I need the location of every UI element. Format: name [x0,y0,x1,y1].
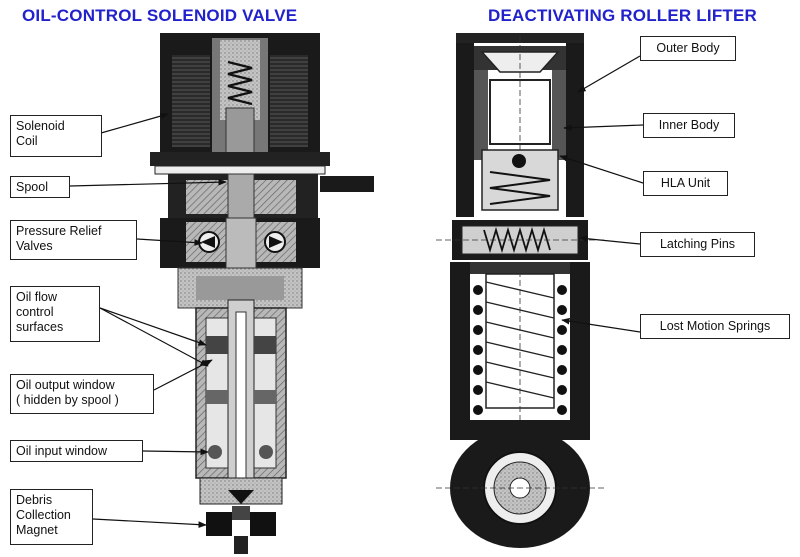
label-pressure-relief: Pressure Relief Valves [10,220,137,260]
label-solenoid-coil: Solenoid Coil [10,115,102,157]
solenoid-leader-lines [69,112,227,528]
label-debris-magnet: Debris Collection Magnet [10,489,93,545]
lifter-leader-lines [559,55,644,333]
roller-lifter-drawing [436,33,604,548]
label-lost-motion-springs: Lost Motion Springs [640,314,790,339]
label-inner-body: Inner Body [643,113,735,138]
label-oil-input: Oil input window [10,440,143,462]
left-title: OIL-CONTROL SOLENOID VALVE [22,6,298,25]
label-hla-unit: HLA Unit [643,171,728,196]
label-oil-flow: Oil flow control surfaces [10,286,100,342]
right-title: DEACTIVATING ROLLER LIFTER [488,6,757,25]
label-spool: Spool [10,176,70,198]
label-latching-pins: Latching Pins [640,232,755,257]
label-oil-output: Oil output window ( hidden by spool ) [10,374,154,414]
label-outer-body: Outer Body [640,36,736,61]
solenoid-valve-drawing [150,33,374,554]
